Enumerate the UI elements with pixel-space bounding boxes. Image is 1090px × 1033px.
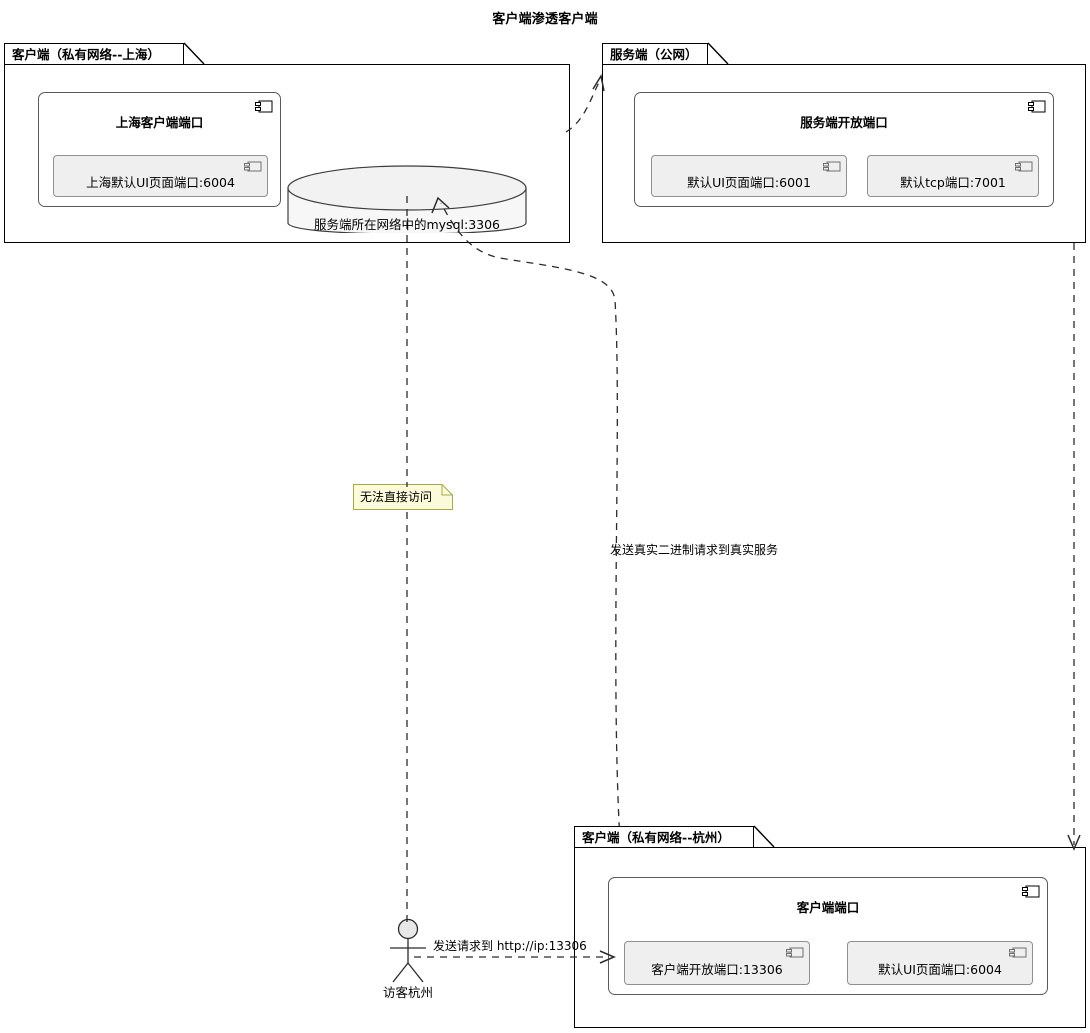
component-server-open-ports[interactable]: 服务端开放端口 默认UI页面端口:6001 默认tcp端口:7001 bbox=[634, 92, 1054, 207]
note-text: 无法直接访问 bbox=[360, 490, 433, 504]
component-icon bbox=[1009, 947, 1027, 958]
component-hangzhou-client-port[interactable]: 客户端端口 客户端开放端口:13306 默认UI页面端口:6004 bbox=[608, 877, 1048, 995]
edge-hangzhou-to-mysql bbox=[431, 196, 621, 843]
package-tab-slope-hangzhou bbox=[753, 825, 775, 848]
component-title: 客户端端口 bbox=[796, 900, 860, 915]
component-title: 服务端开放端口 bbox=[800, 115, 888, 130]
package-shanghai-client[interactable]: 客户端（私有网络--上海） 上海客户端端口 上海默认UI页面端口:6004 bbox=[4, 42, 570, 243]
port-label: 默认tcp端口:7001 bbox=[900, 174, 1006, 190]
component-icon bbox=[1022, 885, 1040, 898]
package-tab-hangzhou: 客户端（私有网络--杭州） bbox=[574, 826, 754, 847]
component-icon bbox=[1028, 100, 1046, 113]
actor-visitor-hangzhou[interactable]: 访客杭州 bbox=[362, 918, 454, 1000]
edge-label-actor-request: 发送请求到 http://ip:13306 bbox=[433, 939, 587, 953]
port-label: 客户端开放端口:13306 bbox=[651, 961, 783, 977]
note-no-direct-access[interactable]: 无法直接访问 bbox=[353, 484, 453, 510]
edge-server-to-hangzhou bbox=[1067, 243, 1081, 851]
package-tab-slope-server bbox=[707, 42, 729, 65]
port-server-ui[interactable]: 默认UI页面端口:6001 bbox=[651, 155, 847, 197]
component-title: 上海客户端端口 bbox=[115, 115, 204, 130]
component-icon bbox=[1015, 161, 1033, 172]
component-icon bbox=[786, 947, 804, 958]
port-shanghai-ui[interactable]: 上海默认UI页面端口:6004 bbox=[53, 155, 268, 197]
port-server-tcp[interactable]: 默认tcp端口:7001 bbox=[867, 155, 1039, 197]
actor-icon bbox=[390, 918, 426, 983]
component-icon bbox=[255, 100, 273, 113]
component-icon bbox=[244, 161, 262, 172]
database-label: 服务端所在网络中的mysql:3306 bbox=[313, 217, 501, 232]
component-icon bbox=[823, 161, 841, 172]
port-label: 默认UI页面端口:6001 bbox=[687, 174, 811, 190]
package-hangzhou-client[interactable]: 客户端（私有网络--杭州） 客户端端口 客户端开放端口:13306 默 bbox=[574, 825, 1086, 1028]
actor-label: 访客杭州 bbox=[382, 985, 433, 1000]
package-tab-server: 服务端（公网） bbox=[602, 43, 708, 64]
port-label: 默认UI页面端口:6004 bbox=[878, 961, 1002, 977]
package-public-server[interactable]: 服务端（公网） 服务端开放端口 默认UI页面端口:6001 默认tcp bbox=[602, 42, 1086, 243]
port-label: 上海默认UI页面端口:6004 bbox=[86, 174, 235, 190]
port-hangzhou-open[interactable]: 客户端开放端口:13306 bbox=[624, 941, 810, 985]
package-tab-shanghai: 客户端（私有网络--上海） bbox=[4, 43, 184, 64]
edge-shanghai-to-server bbox=[565, 73, 605, 133]
database-mysql[interactable]: 服务端所在网络中的mysql:3306 bbox=[287, 148, 527, 235]
edge-label-binary-request: 发送真实二进制请求到真实服务 bbox=[610, 543, 779, 557]
package-tab-slope-shanghai bbox=[183, 42, 205, 65]
component-shanghai-client-port[interactable]: 上海客户端端口 上海默认UI页面端口:6004 bbox=[38, 92, 281, 207]
page-title: 客户端渗透客户端 bbox=[492, 12, 598, 27]
port-hangzhou-ui[interactable]: 默认UI页面端口:6004 bbox=[847, 941, 1033, 985]
